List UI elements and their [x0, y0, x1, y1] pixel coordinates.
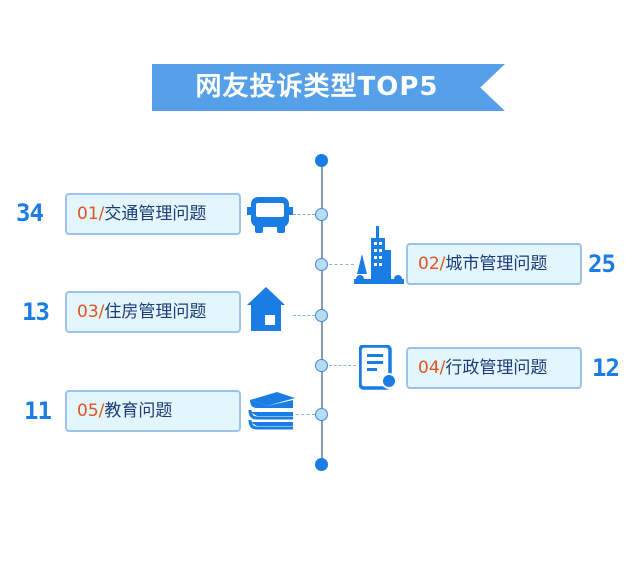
title: 网友投诉类型TOP5	[195, 72, 439, 102]
list-item: 04/行政管理问题	[406, 347, 582, 389]
house-icon	[247, 287, 285, 331]
label: 交通管理问题	[104, 204, 207, 224]
count: 11	[24, 397, 52, 425]
list-item: 05/教育问题	[65, 390, 241, 432]
connector	[329, 365, 356, 366]
list-item: 02/城市管理问题	[406, 243, 582, 285]
timeline-node	[315, 408, 328, 421]
connector	[329, 264, 354, 265]
list-item: 01/交通管理问题	[65, 193, 241, 235]
rank: 02/	[418, 254, 446, 274]
timeline-node	[315, 309, 328, 322]
books-icon	[248, 392, 295, 430]
list-item: 03/住房管理问题	[65, 291, 241, 333]
connector	[296, 414, 315, 415]
document-gear-icon	[359, 345, 397, 390]
count: 13	[22, 298, 50, 326]
label: 行政管理问题	[445, 358, 548, 378]
rank: 01/	[77, 204, 105, 224]
timeline-node	[315, 258, 328, 271]
title-banner: 网友投诉类型TOP5	[152, 64, 505, 111]
count: 12	[592, 354, 620, 382]
bus-icon	[247, 197, 293, 233]
count: 25	[588, 250, 616, 278]
connector	[293, 214, 315, 215]
timeline-end-dot	[315, 458, 328, 471]
timeline-start-dot	[315, 154, 328, 167]
timeline-node	[315, 359, 328, 372]
label: 教育问题	[104, 401, 173, 421]
rank: 03/	[77, 302, 105, 322]
label: 住房管理问题	[104, 302, 207, 322]
rank: 05/	[77, 401, 105, 421]
connector	[293, 315, 315, 316]
timeline-node	[315, 208, 328, 221]
city-buildings-icon	[354, 226, 404, 284]
rank: 04/	[418, 358, 446, 378]
label: 城市管理问题	[445, 254, 548, 274]
count: 34	[16, 199, 44, 227]
